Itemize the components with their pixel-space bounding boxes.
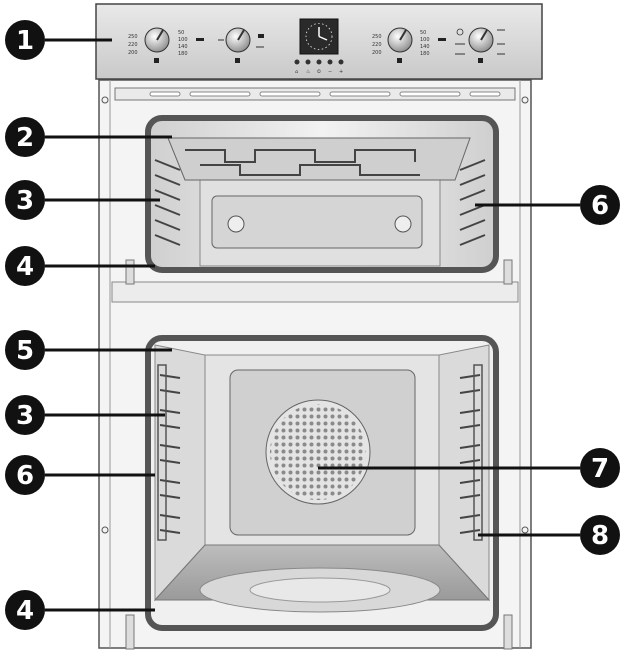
scale-label: 100 bbox=[420, 37, 430, 43]
function-knob-upper[interactable] bbox=[225, 27, 251, 53]
clock-display bbox=[299, 18, 339, 55]
button-glyph: + bbox=[339, 69, 343, 75]
scale-label: 200 bbox=[128, 50, 138, 56]
callout-4-lower: 4 bbox=[5, 590, 45, 630]
callout-label: 6 bbox=[16, 461, 34, 491]
callout-label: 2 bbox=[16, 123, 34, 153]
clock-button[interactable] bbox=[338, 59, 344, 65]
callout-label: 7 bbox=[591, 454, 609, 484]
scale-label: 250 bbox=[372, 34, 382, 40]
callout-5: 5 bbox=[5, 330, 45, 370]
callout-label: 3 bbox=[16, 186, 34, 216]
scale-label: 50 bbox=[420, 30, 426, 36]
vent-slots bbox=[114, 87, 516, 101]
upper-oven-cavity bbox=[145, 115, 499, 273]
callout-label: 4 bbox=[16, 252, 34, 282]
callout-lines bbox=[45, 38, 580, 612]
temperature-knob-upper[interactable] bbox=[144, 27, 170, 53]
temperature-knob-lower[interactable] bbox=[387, 27, 413, 53]
callout-label: 1 bbox=[16, 26, 34, 56]
button-glyph: ⏲ bbox=[317, 69, 321, 75]
callout-7: 7 bbox=[580, 448, 620, 488]
scale-label: 200 bbox=[372, 50, 382, 56]
clock-button[interactable] bbox=[316, 59, 322, 65]
knob-marker-icon bbox=[397, 58, 402, 63]
scale-label: 140 bbox=[178, 44, 188, 50]
scale-label: 220 bbox=[128, 42, 138, 48]
callout-6-left: 6 bbox=[5, 455, 45, 495]
control-panel: 250 220 200 50 100 140 180 bbox=[95, 3, 543, 80]
knob-marker-icon bbox=[154, 58, 159, 63]
clock-button[interactable] bbox=[294, 59, 300, 65]
knob-marker-icon bbox=[478, 58, 483, 63]
lower-oven-cavity bbox=[145, 335, 499, 631]
callout-label: 4 bbox=[16, 596, 34, 626]
scale-label: 180 bbox=[420, 51, 430, 57]
clock-button[interactable] bbox=[327, 59, 333, 65]
callout-label: 6 bbox=[591, 191, 609, 221]
callout-1: 1 bbox=[5, 20, 45, 60]
scale-label: 180 bbox=[178, 51, 188, 57]
button-glyph: − bbox=[328, 69, 332, 75]
scale-label: 250 bbox=[128, 34, 138, 40]
callout-3-upper: 3 bbox=[5, 180, 45, 220]
button-glyph: ♨ bbox=[306, 69, 310, 75]
callout-label: 5 bbox=[16, 336, 34, 366]
scale-label: 100 bbox=[178, 37, 188, 43]
scale-label: 220 bbox=[372, 42, 382, 48]
callout-label: 3 bbox=[16, 401, 34, 431]
callout-4-upper: 4 bbox=[5, 246, 45, 286]
clock-buttons: ⌂ ♨ ⏲ − + bbox=[294, 59, 344, 75]
callout-2: 2 bbox=[5, 117, 45, 157]
scale-label: 50 bbox=[178, 30, 184, 36]
callout-8: 8 bbox=[580, 515, 620, 555]
light-icon bbox=[456, 28, 464, 36]
button-glyph: ⌂ bbox=[295, 69, 298, 75]
callout-6-right: 6 bbox=[580, 185, 620, 225]
knob-marker-icon bbox=[235, 58, 240, 63]
scale-label: 140 bbox=[420, 44, 430, 50]
clock-button[interactable] bbox=[305, 59, 311, 65]
callout-3-lower: 3 bbox=[5, 395, 45, 435]
function-knob-lower[interactable] bbox=[468, 27, 494, 53]
callout-label: 8 bbox=[591, 521, 609, 551]
